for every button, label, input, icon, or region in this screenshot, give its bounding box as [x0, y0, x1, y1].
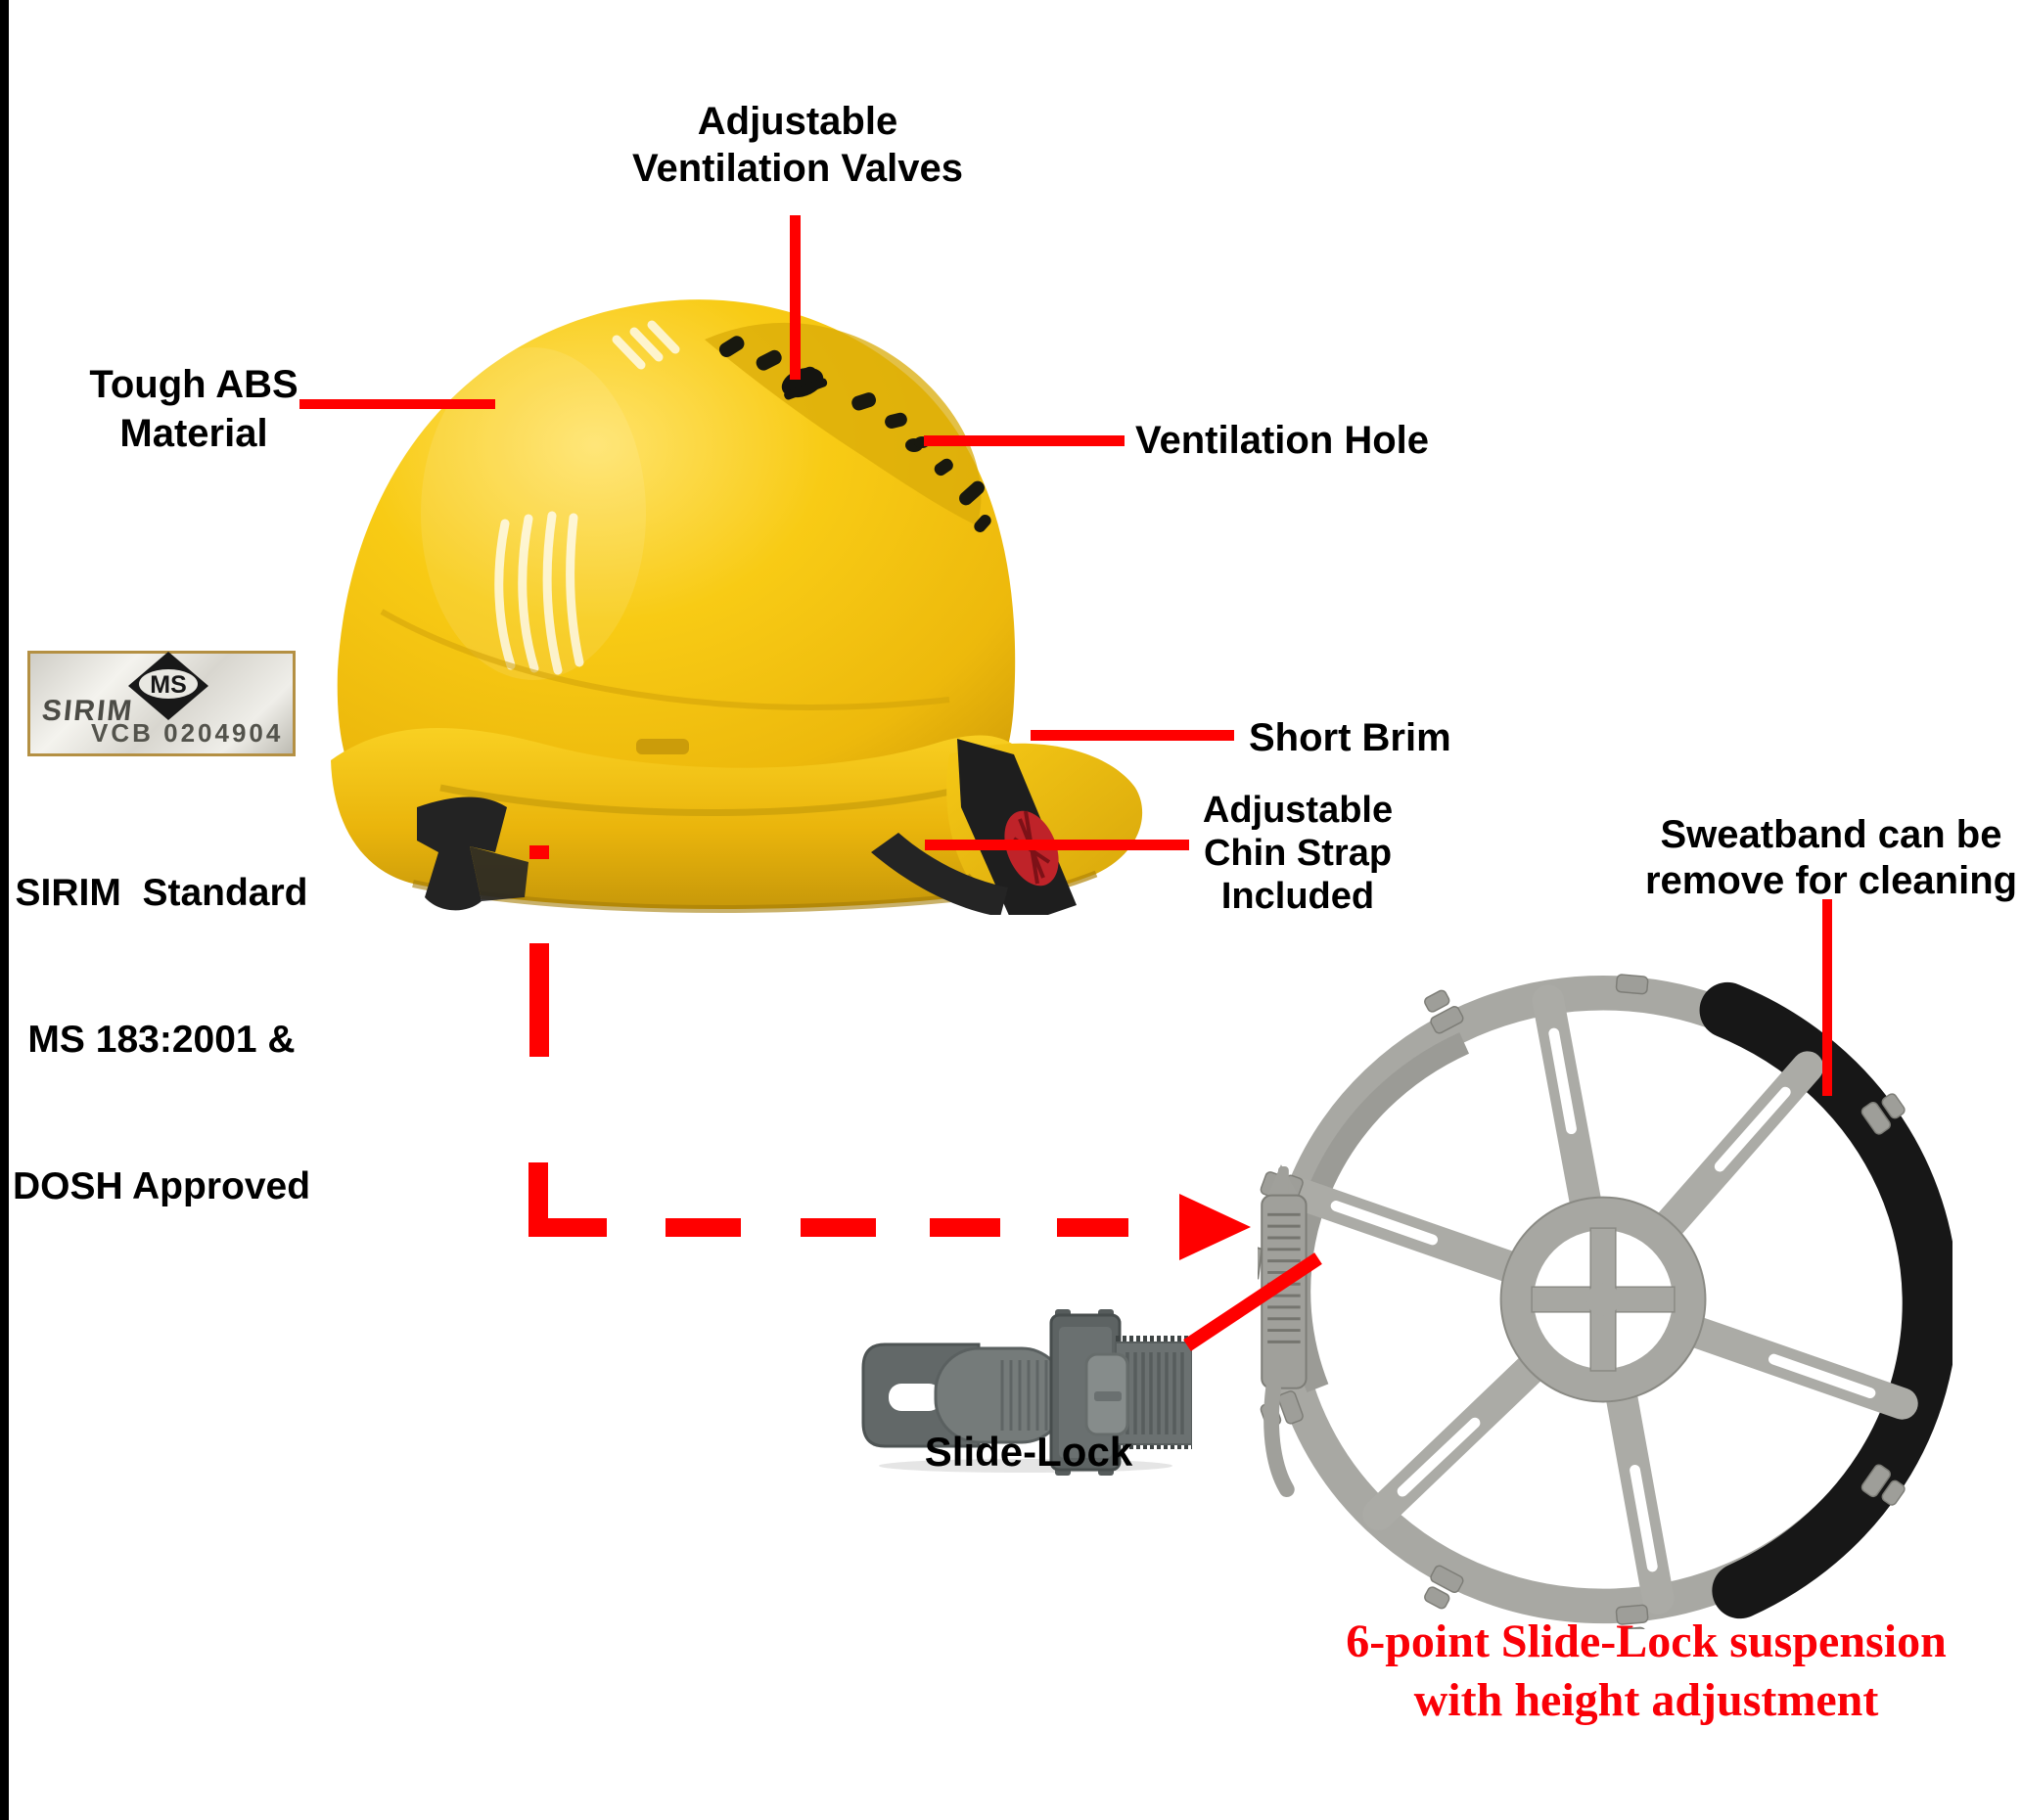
label-line: MS 183:2001 &: [27, 1019, 296, 1061]
label-line: Adjustable: [1202, 790, 1394, 831]
sweatband-pointer-line: [1822, 899, 1832, 1096]
label-line: Ventilation Hole: [1135, 419, 1430, 462]
suspension-harness-image: [1258, 974, 1952, 1629]
suspension-title: 6-point Slide-Lock suspension with heigh…: [1255, 1613, 2021, 1730]
sweatband: [1699, 981, 1952, 1619]
label-line: remove for cleaning: [1644, 859, 2018, 902]
label-short-brim: Short Brim: [1249, 716, 1542, 759]
arrow-head-icon: [1179, 1194, 1251, 1260]
label-ventilation-hole: Ventilation Hole: [1135, 419, 1546, 462]
label-line: Adjustable: [697, 100, 898, 143]
chin-strap-right: [871, 739, 1077, 915]
label-chin-strap: Adjustable Chin Strap Included: [1125, 789, 1470, 918]
label-line: SIRIM Standard: [15, 872, 308, 914]
height-adjustment-ratchet: [1258, 1164, 1308, 1498]
label-line: Slide-Lock: [924, 1429, 1133, 1475]
label-line: DOSH Approved: [12, 1165, 311, 1207]
abs-pointer-line: [299, 399, 495, 409]
ms-logo: MS: [124, 648, 212, 724]
label-sirim-caption: SIRIM Standard MS 183:2001 & DOSH Approv…: [3, 771, 320, 1309]
label-line: Included: [1220, 876, 1375, 917]
venthole-pointer-line: [924, 435, 1125, 446]
label-slide-lock: Slide-Lock: [881, 1429, 1176, 1476]
left-edge-border: [0, 0, 9, 1820]
helmet-image: [323, 279, 1145, 915]
label-tough-abs: Tough ABS Material: [23, 360, 365, 458]
slide-lock-image: [859, 1309, 1192, 1476]
label-line: Chin Strap: [1203, 833, 1393, 874]
label-line: Tough ABS: [89, 363, 299, 406]
shortbrim-pointer-line: [1031, 730, 1234, 741]
valves-pointer-line: [790, 215, 801, 380]
label-line: Material: [119, 412, 268, 455]
svg-text:MS: MS: [150, 671, 187, 699]
chin-strap-left: [417, 796, 528, 911]
sirim-sticker-serial: VCB 0204904: [91, 718, 284, 748]
label-line: Sweatband can be: [1660, 813, 2002, 856]
title-line: with height adjustment: [1413, 1674, 1879, 1726]
sirim-certification-sticker: SIRIM VCB 0204904 MS: [27, 651, 296, 756]
label-ventilation-valves: Adjustable Ventilation Valves: [553, 98, 1042, 192]
chinstrap-pointer-line: [925, 840, 1189, 850]
label-line: Short Brim: [1249, 716, 1451, 759]
label-sweatband: Sweatband can be remove for cleaning: [1585, 812, 2021, 904]
label-line: Ventilation Valves: [632, 147, 963, 190]
title-line: 6-point Slide-Lock suspension: [1346, 1615, 1947, 1667]
